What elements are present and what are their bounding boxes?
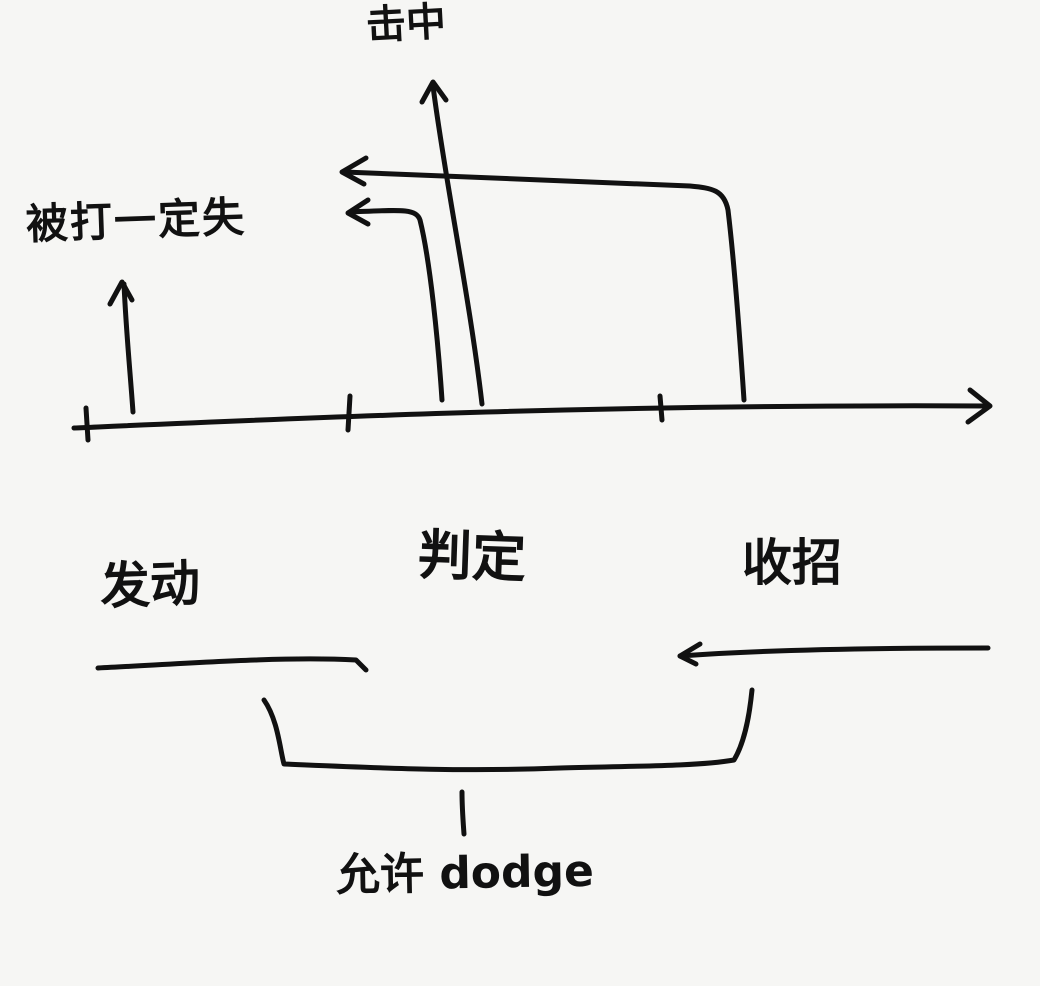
label-judge: 判定 <box>416 523 528 590</box>
startup-up-arrowhead <box>107 279 135 307</box>
dodge-bracket <box>261 687 755 773</box>
interrupt-arrow-long <box>341 169 747 403</box>
tick-mark-startup-end <box>345 393 353 433</box>
label-recovery: 收招 <box>742 534 842 592</box>
label-hit: 击中 <box>364 0 448 50</box>
label-allow-dodge: 允许 dodge <box>335 845 595 902</box>
interrupt-arrow-short <box>347 208 445 403</box>
recovery-segment <box>677 645 991 659</box>
label-startup: 发动 <box>99 554 201 616</box>
timeline-axis <box>71 403 991 431</box>
hit-arrow <box>430 83 485 407</box>
hit-arrowhead <box>419 79 449 105</box>
startup-segment <box>95 656 369 673</box>
interrupt-arrow-long-head <box>339 155 369 187</box>
interrupt-arrow-short-head <box>345 197 371 227</box>
tick-mark-start <box>83 405 91 443</box>
timeline-arrowhead <box>965 387 993 425</box>
recovery-segment-arrowhead <box>677 641 703 667</box>
startup-up-arrow <box>121 281 136 415</box>
tick-mark-judge-end <box>657 393 665 423</box>
dodge-bracket-stem <box>459 789 467 837</box>
label-hit-interrupt: 被打一定失 <box>25 192 247 249</box>
